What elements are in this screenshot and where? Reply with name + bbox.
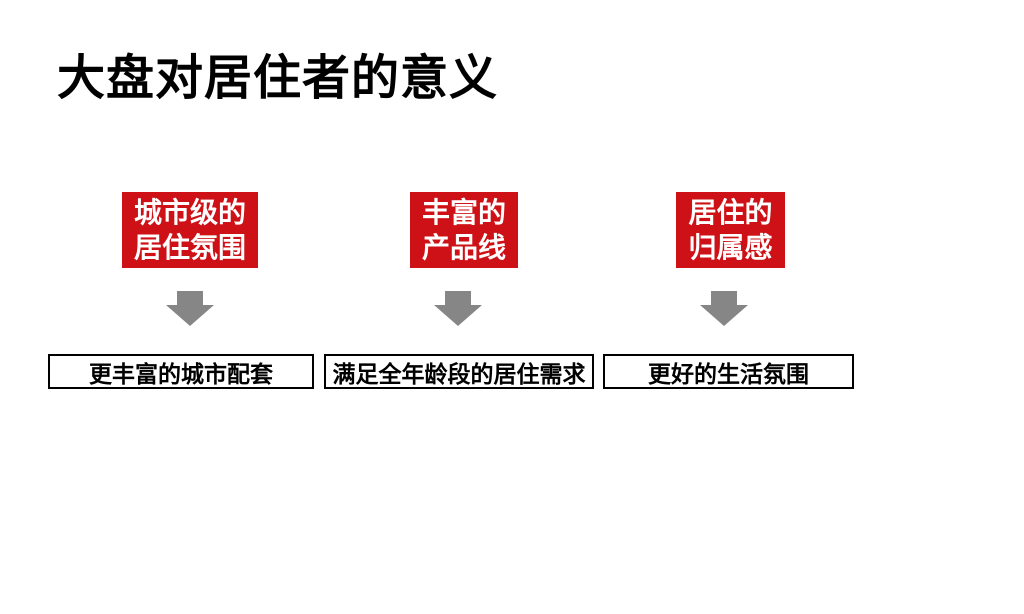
down-arrow-icon: [166, 291, 214, 326]
result-box-label: 更好的生活氛围: [648, 360, 809, 387]
result-box-living-atmosphere: 更好的生活氛围: [603, 354, 854, 389]
benefit-box-label-line1: 丰富的: [421, 197, 506, 228]
result-box-label: 满足全年龄段的居住需求: [332, 360, 586, 387]
down-arrow-icon: [434, 291, 482, 326]
down-arrow-icon: [700, 291, 748, 326]
benefit-box-label-line1: 城市级的: [133, 197, 246, 228]
page-title: 大盘对居住者的意义: [57, 52, 499, 105]
result-box-label: 更丰富的城市配套: [89, 360, 273, 387]
result-box-city-facilities: 更丰富的城市配套: [48, 354, 314, 389]
benefit-box-label-line1: 居住的: [688, 197, 773, 228]
result-box-all-ages-needs: 满足全年龄段的居住需求: [324, 354, 594, 389]
benefit-box-city-atmosphere: 城市级的 居住氛围: [122, 192, 258, 268]
benefit-box-label-line2: 归属感: [688, 232, 773, 263]
benefit-box-product-line: 丰富的 产品线: [410, 192, 518, 268]
benefit-box-label-line2: 居住氛围: [133, 232, 246, 263]
benefit-box-label-line2: 产品线: [421, 232, 506, 263]
benefit-box-belonging: 居住的 归属感: [676, 192, 785, 268]
